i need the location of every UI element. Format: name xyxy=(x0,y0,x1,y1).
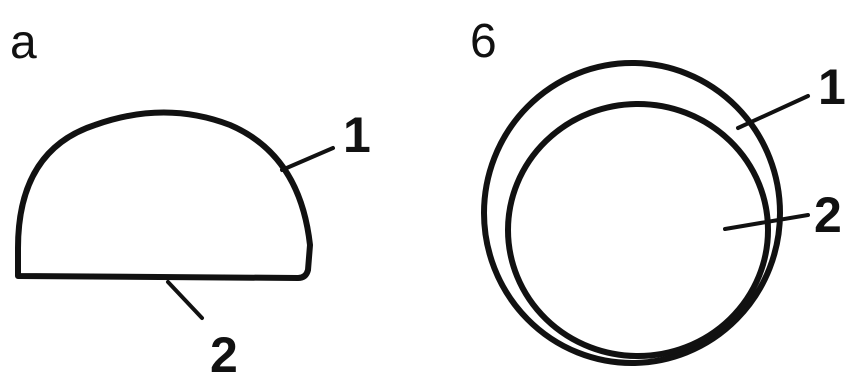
panel-a-leader-2 xyxy=(166,280,204,320)
inner-circle xyxy=(505,101,771,359)
panel-6: 6 1 2 xyxy=(470,15,846,366)
panel-6-callout-1: 1 xyxy=(818,59,846,115)
outer-circle xyxy=(481,60,783,366)
panel-6-callout-2: 2 xyxy=(814,187,842,243)
panel-6-leader-2 xyxy=(723,213,810,231)
panel-a: a 1 2 xyxy=(10,16,371,376)
half-circle-shape xyxy=(15,109,313,281)
panel-a-callout-1: 1 xyxy=(343,107,371,163)
panel-a-label: a xyxy=(10,16,37,69)
panel-a-callout-2: 2 xyxy=(210,327,238,376)
panel-6-leader-1 xyxy=(736,94,810,130)
panel-6-label: 6 xyxy=(470,15,497,68)
panel-a-leader-1 xyxy=(280,146,335,172)
